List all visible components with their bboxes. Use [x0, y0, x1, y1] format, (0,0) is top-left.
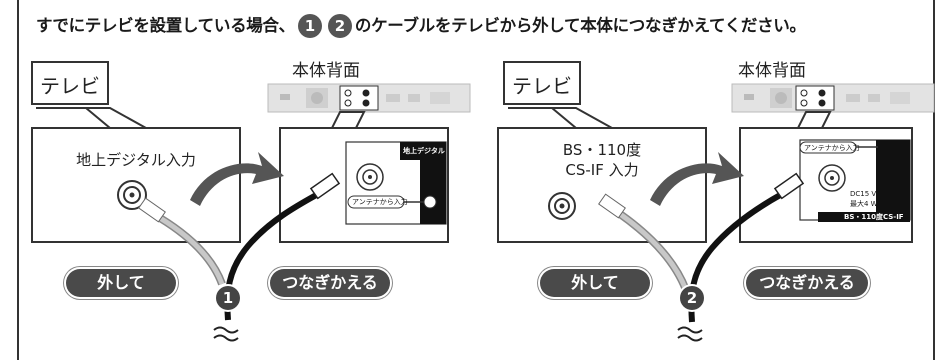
- detail-port-label-right: BS・110度CS-IF: [844, 213, 904, 221]
- wave-end-icon-right: [677, 326, 703, 342]
- cable-light-left: [138, 197, 226, 286]
- callout-join-left-rec: [330, 129, 364, 133]
- detail-label-bar-left: [400, 142, 446, 160]
- curved-arrow-icon-right: [650, 152, 744, 206]
- detail-label-bar-right: [818, 212, 910, 222]
- rear-label-left: 本体背面: [292, 61, 360, 81]
- callout-wedge-right-tv: [549, 107, 616, 129]
- tv-input-label-right-2: CS-IF 入力: [565, 161, 639, 179]
- number-badge-2: 2: [327, 14, 352, 38]
- recorder-rear-icon-left: [267, 83, 471, 113]
- callout-join-right-tv: [566, 129, 636, 133]
- tv-input-label-left: 地上デジタル入力: [76, 151, 196, 169]
- number-badge-1: 1: [297, 14, 322, 38]
- tv-icon-left: [31, 61, 109, 109]
- curved-arrow-icon-left: [190, 152, 284, 206]
- coax-port-icon-tv-left: [117, 180, 147, 210]
- reconnect-label-left: つなぎかえる: [270, 269, 390, 297]
- detail-antenna-label-left: アンテナから入力: [352, 198, 408, 206]
- wave-end-icon-left: [213, 326, 239, 342]
- coax-port-icon-tv-right: [548, 192, 576, 220]
- recorder-rear-icon-right: [731, 83, 935, 113]
- callout-wedge-right-rec: [796, 111, 832, 129]
- detail-antenna-port-left: [423, 195, 437, 209]
- detail-antenna-label-right: アンテナから入力: [804, 144, 860, 152]
- callout-join-right-rec: [796, 129, 830, 133]
- detail-dark-strip-right: [876, 140, 910, 220]
- callout-wedge-left-rec: [330, 111, 366, 129]
- instruction-frame: [17, 0, 935, 360]
- headline-text-2: のケーブルをテレビから外して本体につなぎかえてください。: [354, 16, 806, 35]
- callout-wedge-left-tv: [83, 107, 150, 129]
- cable-light-right: [598, 193, 690, 292]
- coax-port-icon-rec-left: [356, 163, 384, 191]
- callout-join-left-tv: [100, 129, 170, 133]
- detail-dark-strip-left: [420, 160, 446, 224]
- remove-label-left: 外して: [66, 269, 176, 297]
- detail-port-label-left: 地上デジタル: [403, 147, 445, 155]
- remove-label-right: 外して: [540, 269, 650, 297]
- headline-text-1: すでにテレビを設置している場合、: [36, 16, 295, 35]
- tv-input-label-right-1: BS・110度: [562, 141, 642, 159]
- reconnect-label-right: つなぎかえる: [746, 269, 868, 297]
- detail-dc-label-right-1: DC15 V: [850, 190, 877, 198]
- cable-number-badge-right: 2: [680, 286, 704, 310]
- illustration: [31, 61, 935, 342]
- coax-port-icon-rec-right: [818, 164, 846, 192]
- cable-number-badge-left: 1: [216, 286, 240, 310]
- rear-label-right: 本体背面: [738, 61, 806, 81]
- tv-label-right: テレビ: [512, 74, 572, 98]
- detail-dc-label-right-2: 最大4 W: [850, 200, 878, 208]
- tv-label-left: テレビ: [40, 74, 100, 98]
